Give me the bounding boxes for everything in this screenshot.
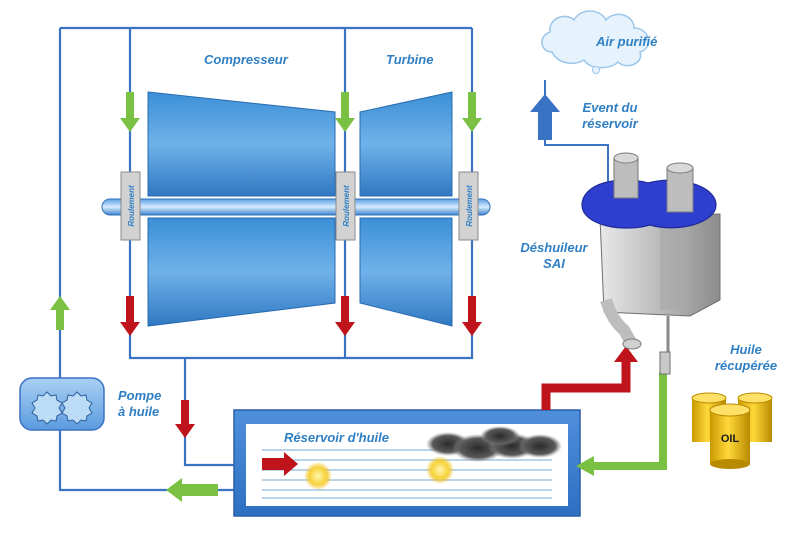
oil-barrel-front: OIL	[709, 403, 751, 469]
bearing-3-label: Roulement	[465, 185, 474, 227]
red-arrow-bearing1	[120, 296, 140, 336]
hot-spot-1	[304, 462, 332, 490]
separator-canister-left	[613, 157, 639, 199]
supply-arrows	[50, 92, 482, 502]
hot-spot-2	[426, 456, 454, 484]
label-event: Event du réservoir	[572, 100, 648, 132]
label-deshuileur-line2: SAI	[543, 256, 565, 271]
separator-top-plate	[581, 179, 717, 229]
label-air-purifie: Air purifié	[596, 34, 658, 49]
drain-arrows	[120, 296, 482, 438]
bearing-1: Roulement	[120, 171, 141, 241]
bearing-2-label: Roulement	[342, 185, 351, 227]
label-turbine: Turbine	[386, 52, 434, 67]
separator-inlet-elbow	[600, 298, 638, 347]
vent-arrow	[530, 94, 560, 140]
label-pompe-line1: Pompe	[118, 388, 162, 403]
bearing-2: Roulement	[335, 171, 356, 241]
red-arrow-separator-inlet	[614, 346, 638, 362]
green-arrow-pump-outlet	[50, 296, 70, 330]
red-arrow-bearing2	[335, 296, 355, 336]
red-pipe-tank-to-separator	[541, 360, 631, 410]
green-arrow-tank-return	[576, 456, 594, 476]
green-pipe-recovered-oil	[592, 372, 667, 470]
label-huile-line1: Huile	[730, 342, 762, 357]
turbine-rotor	[359, 91, 453, 327]
pump-gear-left	[31, 391, 63, 425]
label-pompe-line2: à huile	[118, 404, 160, 419]
green-arrow-bearing3	[462, 92, 482, 132]
label-huile-line2: récupérée	[714, 358, 778, 373]
purified-air-cloud	[541, 10, 650, 74]
pump-return-pipe	[58, 430, 240, 492]
red-arrow-drain	[175, 400, 195, 438]
green-arrow-bearing1	[120, 92, 140, 132]
label-deshuileur: Déshuileur SAI	[516, 240, 592, 272]
tank-drain-pipe	[183, 358, 240, 467]
pump-gear-right	[61, 391, 93, 425]
red-arrow-tank-inlet	[262, 452, 298, 476]
oil-barrel-text: OIL	[721, 433, 740, 445]
rotor-shaft	[101, 198, 491, 216]
oil-vapor-smoke	[426, 426, 562, 462]
bearing-1-label: Roulement	[127, 185, 136, 227]
green-arrow-tank-outlet	[166, 478, 218, 502]
recovered-oil-barrels: OIL	[691, 392, 773, 469]
separator-drain-valve	[659, 351, 671, 375]
oil-separator-unit	[581, 152, 721, 375]
bearing-3: Roulement	[458, 171, 479, 241]
green-arrow-bearing2	[335, 92, 355, 132]
label-pompe: Pompe à huile	[118, 388, 161, 420]
red-arrow-bearing3	[462, 296, 482, 336]
oil-pump	[19, 377, 105, 431]
label-compresseur: Compresseur	[204, 52, 288, 67]
label-event-line2: réservoir	[582, 116, 638, 131]
separator-canister-right	[666, 167, 694, 213]
label-deshuileur-line1: Déshuileur	[520, 240, 588, 255]
label-event-line1: Event du	[582, 100, 638, 115]
label-huile-recuperee: Huile récupérée	[706, 342, 786, 374]
vent-pipe	[544, 80, 609, 185]
label-reservoir: Réservoir d'huile	[284, 430, 389, 445]
compressor-rotor	[147, 91, 336, 327]
